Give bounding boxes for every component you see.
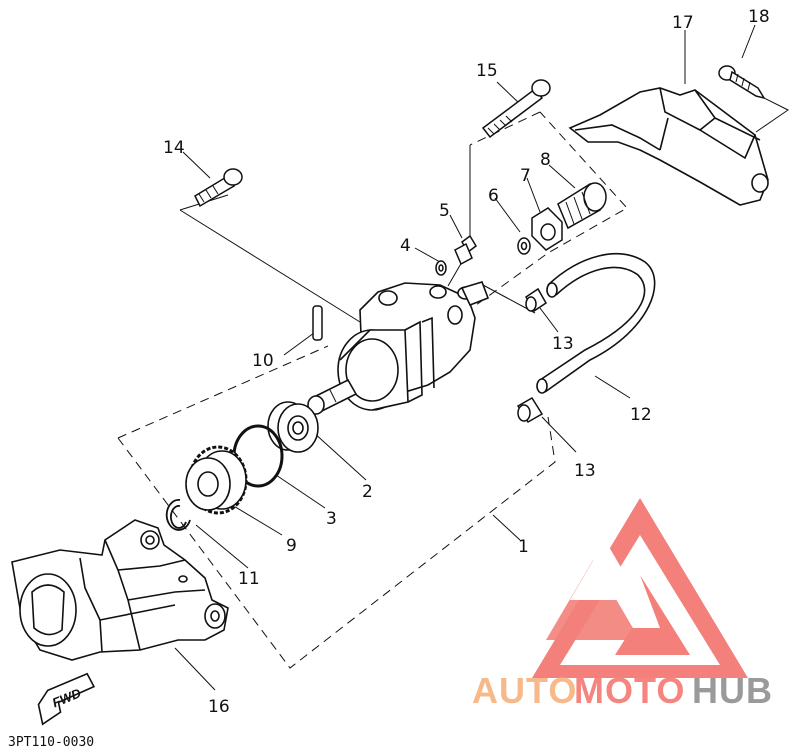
logo-m-cut — [570, 540, 640, 600]
callout-7: 7 — [520, 166, 531, 186]
watermark-brand-moto: MOTO — [574, 670, 685, 711]
watermark-brand-auto: AUTO — [472, 670, 577, 711]
forward-arrow-icon: FWD — [37, 672, 96, 726]
part-6-washer — [517, 237, 531, 255]
callout-9: 9 — [286, 536, 297, 556]
callout-14: 14 — [163, 138, 185, 158]
part-4-washer — [435, 260, 447, 276]
part-8-fitting — [557, 182, 607, 230]
callout-6: 6 — [488, 186, 499, 206]
part-14-bolt — [194, 168, 243, 208]
part-7-nut — [531, 207, 563, 251]
leader-lines — [174, 24, 789, 691]
callout-11: 11 — [238, 569, 260, 589]
callout-16: 16 — [208, 697, 230, 717]
callout-15: 15 — [476, 61, 498, 81]
callout-18: 18 — [748, 7, 770, 27]
callout-2: 2 — [362, 482, 373, 502]
pump-assembly — [307, 281, 490, 415]
part-10-pin — [312, 305, 323, 341]
callout-13-upper: 13 — [552, 334, 574, 354]
callout-5: 5 — [439, 201, 450, 221]
part-13-clamps — [516, 287, 547, 424]
callout-1: 1 — [518, 537, 529, 557]
callout-8: 8 — [540, 150, 551, 170]
callout-12: 12 — [630, 405, 652, 425]
part-17-cover — [568, 87, 769, 206]
part-16-housing — [11, 519, 229, 661]
part-18-screw — [718, 65, 766, 100]
drawing-code: 3PT110-0030 — [8, 735, 94, 750]
part-15-bolt — [481, 79, 551, 139]
part-9-gear — [185, 445, 248, 515]
assembly-group-outline — [117, 111, 628, 669]
watermark-logo — [532, 498, 748, 678]
part-2-bearing — [267, 401, 319, 453]
callout-13-lower: 13 — [574, 461, 596, 481]
part-5-bolt — [454, 234, 477, 266]
callout-4: 4 — [400, 236, 411, 256]
callout-10: 10 — [252, 351, 274, 371]
part-11-circlip — [165, 499, 191, 531]
logo-g-shape — [615, 575, 690, 655]
callout-3: 3 — [326, 509, 337, 529]
part-12-hose — [536, 253, 656, 394]
callout-17: 17 — [672, 13, 694, 33]
watermark-brand-hub: HUB — [692, 670, 773, 711]
